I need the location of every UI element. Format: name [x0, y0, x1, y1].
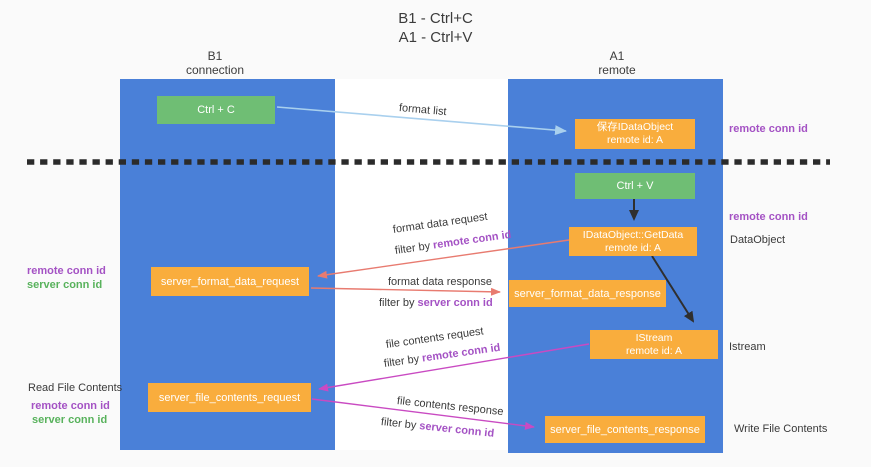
label-remote-conn-id-right-top: remote conn id: [729, 123, 808, 135]
node-idataobject-getdata: IDataObject::GetData remote id: A: [569, 227, 697, 256]
label-dataobject: DataObject: [730, 234, 786, 246]
lane-header-b1: B1 connection: [155, 49, 275, 77]
edge-label-format-data-response: format data response: [388, 276, 492, 288]
label-istream: Istream: [729, 341, 766, 353]
lane-header-a1: A1 remote: [557, 49, 677, 77]
node-istream-line2: remote id: A: [625, 344, 683, 357]
node-istream: IStream remote id: A: [590, 330, 718, 359]
lane-a1-subtitle: remote: [598, 63, 636, 77]
node-idataobject-getdata-line2: remote id: A: [604, 241, 662, 254]
title-line-2: A1 - Ctrl+V: [398, 29, 473, 46]
label-remote-conn-id-right-mid: remote conn id: [729, 211, 808, 223]
node-ctrl-v: Ctrl + V: [575, 173, 695, 199]
edge-label-format-response-filter: filter by server conn id: [379, 297, 493, 309]
filter-id-server-conn-id: server conn id: [417, 297, 493, 309]
label-write-file-contents: Write File Contents: [734, 423, 828, 435]
node-server-format-data-request: server_format_data_request: [151, 267, 309, 296]
node-save-idataobject: 保存IDataObject remote id: A: [575, 119, 695, 149]
node-server-format-data-response: server_format_data_response: [509, 280, 666, 307]
node-server-file-contents-response: server_file_contents_response: [545, 416, 705, 443]
title-line-1: B1 - Ctrl+C: [398, 10, 473, 27]
lane-b1-name: B1: [207, 49, 223, 63]
filter-prefix: filter by: [379, 297, 418, 309]
node-istream-line1: IStream: [635, 331, 673, 344]
label-server-conn-id-left-top: server conn id: [27, 279, 103, 291]
node-save-idataobject-line2: remote id: A: [606, 134, 664, 146]
node-save-idataobject-line1: 保存IDataObject: [596, 121, 674, 133]
label-remote-conn-id-left-top: remote conn id: [27, 265, 106, 277]
label-remote-conn-id-left-bottom: remote conn id: [31, 400, 110, 412]
node-idataobject-getdata-line1: IDataObject::GetData: [582, 228, 684, 241]
label-read-file-contents: Read File Contents: [28, 382, 123, 394]
center-gap-panel: [335, 79, 508, 450]
label-server-conn-id-left-bottom: server conn id: [32, 414, 108, 426]
page-title: B1 - Ctrl+C A1 - Ctrl+V: [0, 9, 871, 47]
lane-b1-subtitle: connection: [185, 63, 245, 77]
lane-a1-name: A1: [609, 49, 625, 63]
node-ctrl-c: Ctrl + C: [157, 96, 275, 124]
node-server-file-contents-request: server_file_contents_request: [148, 383, 311, 412]
